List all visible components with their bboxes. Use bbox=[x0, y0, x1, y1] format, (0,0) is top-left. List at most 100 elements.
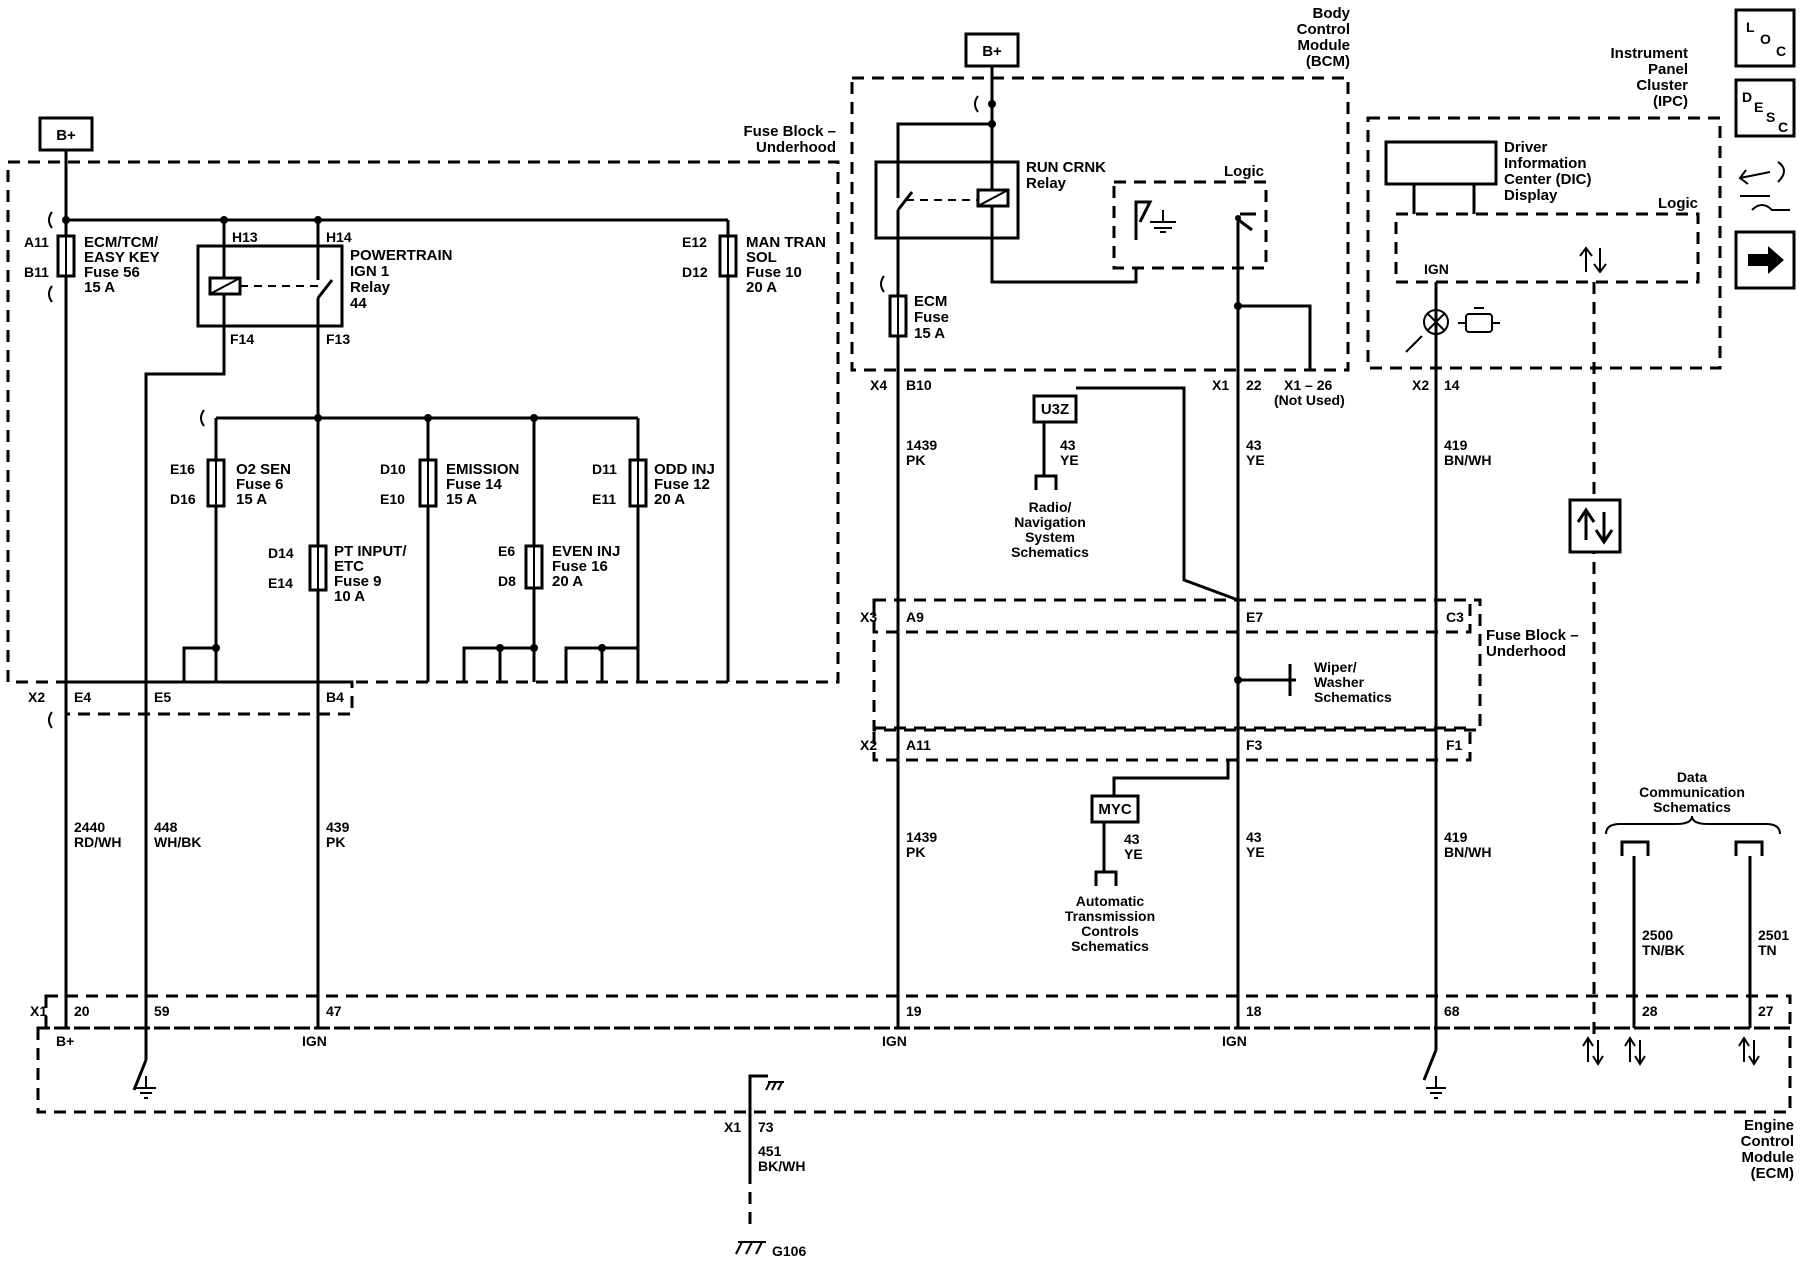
dic-display: Driver Information Center (DIC) Display bbox=[1384, 139, 1592, 214]
svg-text:IGN: IGN bbox=[882, 1033, 907, 1049]
svg-text:Body: Body bbox=[1313, 5, 1351, 22]
svg-text:L: L bbox=[1746, 19, 1755, 35]
svg-text:Schematics: Schematics bbox=[1011, 544, 1089, 560]
option-u3z: U3Z 43 YE bbox=[1032, 386, 1239, 602]
svg-text:IGN 1: IGN 1 bbox=[350, 263, 389, 280]
svg-text:X2: X2 bbox=[28, 689, 45, 705]
svg-text:Transmission: Transmission bbox=[1065, 908, 1155, 924]
svg-text:68: 68 bbox=[1444, 1003, 1460, 1019]
svg-text:E12: E12 bbox=[682, 234, 707, 250]
svg-text:U3Z: U3Z bbox=[1041, 401, 1069, 418]
svg-text:X3: X3 bbox=[860, 609, 877, 625]
svg-text:(Not Used): (Not Used) bbox=[1274, 392, 1345, 408]
svg-text:YE: YE bbox=[1246, 844, 1265, 860]
svg-text:ECM/TCM/: ECM/TCM/ bbox=[84, 234, 159, 251]
ecm-fuse: ECM Fuse 15 A bbox=[880, 275, 949, 342]
svg-text:44: 44 bbox=[350, 295, 367, 312]
fuse-14: D10 E10 EMISSION Fuse 14 15 A bbox=[380, 418, 519, 682]
body-control-module: Body Control Module (BCM) bbox=[850, 5, 1351, 372]
svg-text:20 A: 20 A bbox=[552, 573, 583, 590]
navigation-arrow-icon[interactable] bbox=[1734, 230, 1796, 290]
fuse-9: D14 E14 PT INPUT/ ETC Fuse 9 10 A bbox=[268, 543, 407, 605]
svg-text:Fuse 6: Fuse 6 bbox=[236, 476, 284, 493]
svg-text:15 A: 15 A bbox=[914, 325, 945, 342]
svg-text:X4: X4 bbox=[870, 377, 887, 393]
svg-text:IGN: IGN bbox=[1222, 1033, 1247, 1049]
svg-text:18: 18 bbox=[1246, 1003, 1262, 1019]
svg-text:X1 – 26: X1 – 26 bbox=[1284, 377, 1332, 393]
svg-text:Control: Control bbox=[1297, 21, 1350, 38]
description-icon: D E S C bbox=[1734, 78, 1796, 138]
svg-text:451: 451 bbox=[758, 1143, 782, 1159]
svg-text:Communication: Communication bbox=[1639, 784, 1745, 800]
svg-text:14: 14 bbox=[1444, 377, 1460, 393]
svg-text:MAN TRAN: MAN TRAN bbox=[746, 234, 826, 251]
svg-text:ETC: ETC bbox=[334, 558, 364, 575]
svg-text:EASY KEY: EASY KEY bbox=[84, 249, 160, 266]
svg-text:Controls: Controls bbox=[1081, 923, 1139, 939]
svg-text:D14: D14 bbox=[268, 545, 294, 561]
svg-text:G106: G106 bbox=[772, 1243, 806, 1259]
svg-text:PK: PK bbox=[326, 834, 345, 850]
svg-text:Control: Control bbox=[1741, 1133, 1794, 1150]
svg-text:PT INPUT/: PT INPUT/ bbox=[334, 543, 407, 560]
svg-text:15 A: 15 A bbox=[236, 491, 267, 508]
svg-text:X2: X2 bbox=[1412, 377, 1429, 393]
svg-text:D11: D11 bbox=[592, 461, 617, 477]
fuse-block-underhood-left: Fuse Block – Underhood bbox=[6, 123, 840, 684]
svg-text:(ECM): (ECM) bbox=[1751, 1165, 1794, 1182]
svg-text:F3: F3 bbox=[1246, 737, 1263, 753]
malfunction-indicator-lamp bbox=[1405, 309, 1449, 353]
engine-icon bbox=[1458, 307, 1500, 333]
svg-text:1439: 1439 bbox=[906, 437, 937, 453]
option-myc: MYC 43 YE bbox=[1090, 760, 1230, 886]
svg-text:27: 27 bbox=[1758, 1003, 1774, 1019]
svg-text:D12: D12 bbox=[682, 264, 708, 280]
svg-text:A11: A11 bbox=[906, 737, 931, 753]
svg-text:Fuse Block –: Fuse Block – bbox=[1486, 627, 1579, 644]
fuse-56: A11 B11 ECM/TCM/ EASY KEY Fuse 56 15 A bbox=[24, 234, 160, 296]
svg-text:Fuse 9: Fuse 9 bbox=[334, 573, 382, 590]
svg-text:19: 19 bbox=[906, 1003, 922, 1019]
svg-text:A11: A11 bbox=[24, 234, 49, 250]
svg-text:F14: F14 bbox=[230, 331, 254, 347]
svg-text:C: C bbox=[1776, 43, 1786, 59]
svg-text:28: 28 bbox=[1642, 1003, 1658, 1019]
svg-text:59: 59 bbox=[154, 1003, 170, 1019]
svg-text:RD/WH: RD/WH bbox=[74, 834, 121, 850]
internal-ground-icon bbox=[136, 1076, 156, 1099]
bcm-logic: Logic bbox=[1112, 163, 1268, 270]
svg-text:Fuse 56: Fuse 56 bbox=[84, 264, 140, 281]
svg-text:43: 43 bbox=[1060, 437, 1076, 453]
svg-text:S: S bbox=[1766, 109, 1775, 125]
svg-text:PK: PK bbox=[906, 452, 925, 468]
svg-text:(BCM): (BCM) bbox=[1306, 53, 1350, 70]
svg-text:YE: YE bbox=[1246, 452, 1265, 468]
svg-text:Schematics: Schematics bbox=[1314, 689, 1392, 705]
serial-data-icon bbox=[1568, 498, 1622, 554]
connector-x2-left: X2 E4 E5 B4 bbox=[28, 680, 354, 729]
svg-text:Underhood: Underhood bbox=[756, 139, 836, 156]
svg-text:D16: D16 bbox=[170, 491, 196, 507]
svg-text:EVEN INJ: EVEN INJ bbox=[552, 543, 620, 560]
svg-text:ODD INJ: ODD INJ bbox=[654, 461, 715, 478]
svg-text:YE: YE bbox=[1124, 846, 1143, 862]
svg-text:Information: Information bbox=[1504, 155, 1587, 172]
svg-text:MYC: MYC bbox=[1098, 801, 1132, 818]
svg-text:43: 43 bbox=[1124, 831, 1140, 847]
svg-text:419: 419 bbox=[1444, 829, 1468, 845]
svg-text:10 A: 10 A bbox=[334, 588, 365, 605]
svg-text:Fuse Block –: Fuse Block – bbox=[743, 123, 836, 140]
automatic-transmission-reference: Automatic Transmission Controls Schemati… bbox=[1065, 893, 1155, 954]
svg-text:1439: 1439 bbox=[906, 829, 937, 845]
svg-text:X1: X1 bbox=[724, 1119, 741, 1135]
svg-text:419: 419 bbox=[1444, 437, 1468, 453]
ground-g106: X1 73 451 BK/WH G106 bbox=[724, 1074, 806, 1259]
svg-text:15 A: 15 A bbox=[84, 279, 115, 296]
svg-text:Schematics: Schematics bbox=[1071, 938, 1149, 954]
wiper-washer-reference: Wiper/ Washer Schematics bbox=[1314, 659, 1392, 705]
svg-text:E: E bbox=[1754, 99, 1763, 115]
svg-text:IGN: IGN bbox=[1424, 261, 1449, 277]
svg-text:Panel: Panel bbox=[1648, 61, 1688, 78]
svg-text:Fuse: Fuse bbox=[914, 309, 949, 326]
